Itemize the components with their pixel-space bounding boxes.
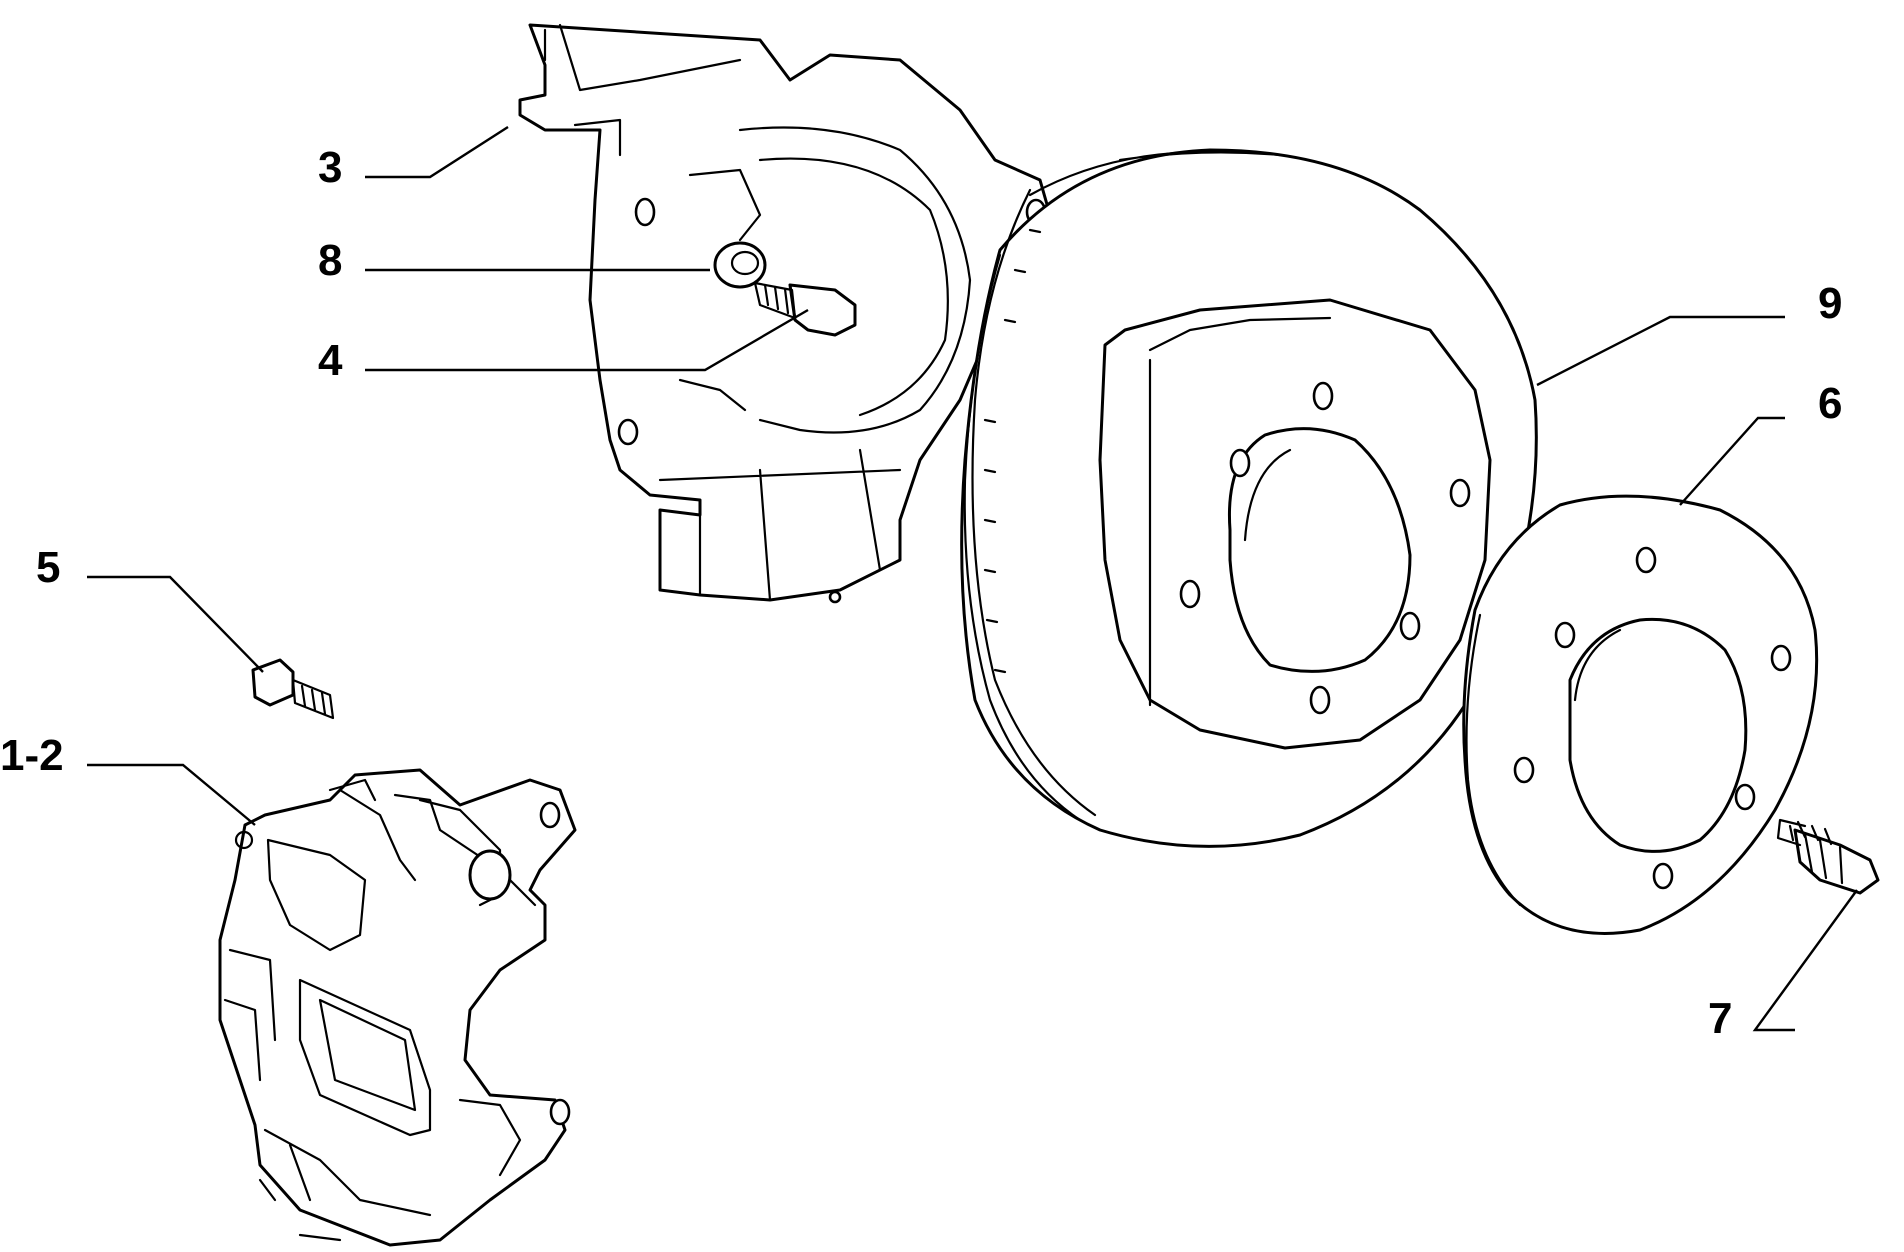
- callout-6: 6: [1818, 379, 1842, 428]
- leader-5: [87, 575, 264, 673]
- hub-spacer-ring-part: [1462, 494, 1819, 935]
- callout-7: 7: [1708, 994, 1732, 1043]
- callout-8: 8: [318, 236, 342, 285]
- dust-shield-part: [518, 23, 1052, 604]
- caliper-bolt-part: [251, 658, 335, 720]
- brake-caliper-part: [218, 768, 577, 1247]
- wheel-stud-part: [1776, 818, 1880, 895]
- callout-1-2: 1-2: [0, 731, 64, 780]
- washer-part: [713, 241, 767, 289]
- callout-5: 5: [36, 543, 60, 592]
- leader-9: [1536, 315, 1785, 387]
- callout-3: 3: [318, 143, 342, 192]
- callout-9: 9: [1818, 279, 1842, 328]
- leader-4: [365, 308, 809, 372]
- leader-6: [1679, 416, 1785, 506]
- leader-1-2: [87, 763, 256, 826]
- leader-lines: [87, 125, 1858, 1032]
- callout-4: 4: [318, 336, 343, 385]
- callout-labels: 3 8 4 5 1-2 9 6 7: [0, 143, 1842, 1043]
- leader-3: [365, 125, 509, 179]
- leader-7: [1752, 889, 1858, 1032]
- brake-disc-part: [960, 148, 1538, 848]
